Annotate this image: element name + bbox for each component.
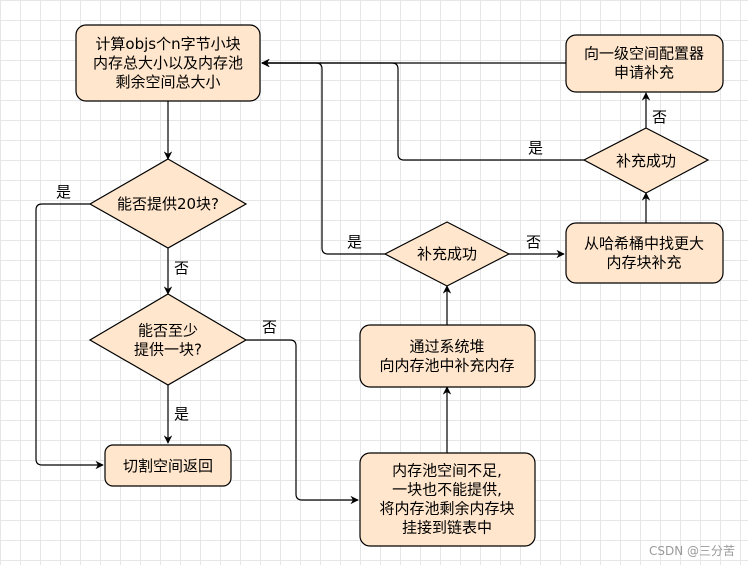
edge-label-yes-can1: 是 [174, 405, 189, 423]
edge-label-yes-success1: 是 [347, 233, 362, 251]
node-success2-label: 补充成功 [616, 152, 676, 170]
node-success2-shape [582, 127, 710, 194]
node-heap-box [359, 324, 536, 388]
edge-can20-to-cut [35, 203, 104, 470]
node-success1-shape [383, 221, 511, 287]
watermark: CSDN @三分苦 [649, 544, 735, 558]
node-level1-box [565, 34, 724, 93]
edge-can1-to-insufficient [246, 339, 359, 505]
node-cut-box [104, 444, 232, 487]
node-hash-box [565, 222, 724, 284]
edge-label-no-can20: 否 [174, 259, 189, 277]
node-success1-label: 补充成功 [417, 245, 477, 263]
node-cut-label: 切割空间返回 [123, 457, 213, 475]
edge-label-no-success1: 否 [526, 233, 541, 251]
node-can20-shape [88, 158, 248, 249]
edge-label-yes-can20: 是 [56, 183, 71, 201]
edge-label-no-can1: 否 [262, 318, 277, 336]
node-can1-label: 能否至少提供一块? [134, 322, 202, 359]
node-can20-label: 能否提供20块? [117, 195, 219, 213]
edge-label-no-success2: 否 [652, 108, 667, 126]
edge-success1-to-calc [261, 58, 385, 255]
node-calc-label: 计算objs个n字节小块内存总大小以及内存池剩余空间总大小 [93, 35, 243, 91]
node-can1-shape [88, 293, 248, 386]
node-calc-box [75, 24, 261, 102]
node-insufficient-label: 内存池空间不足,一块也不能提供,将内存池剩余内存块挂接到链表中 [379, 462, 514, 537]
node-level1-label: 向一级空间配置器申请补充 [584, 45, 704, 82]
node-insufficient-box [359, 452, 536, 547]
node-hash-label: 从哈希桶中找更大内存块补充 [584, 235, 704, 272]
node-heap-label: 通过系统堆向内存池中补充内存 [379, 338, 514, 375]
edge-label-yes-success2: 是 [528, 139, 543, 157]
